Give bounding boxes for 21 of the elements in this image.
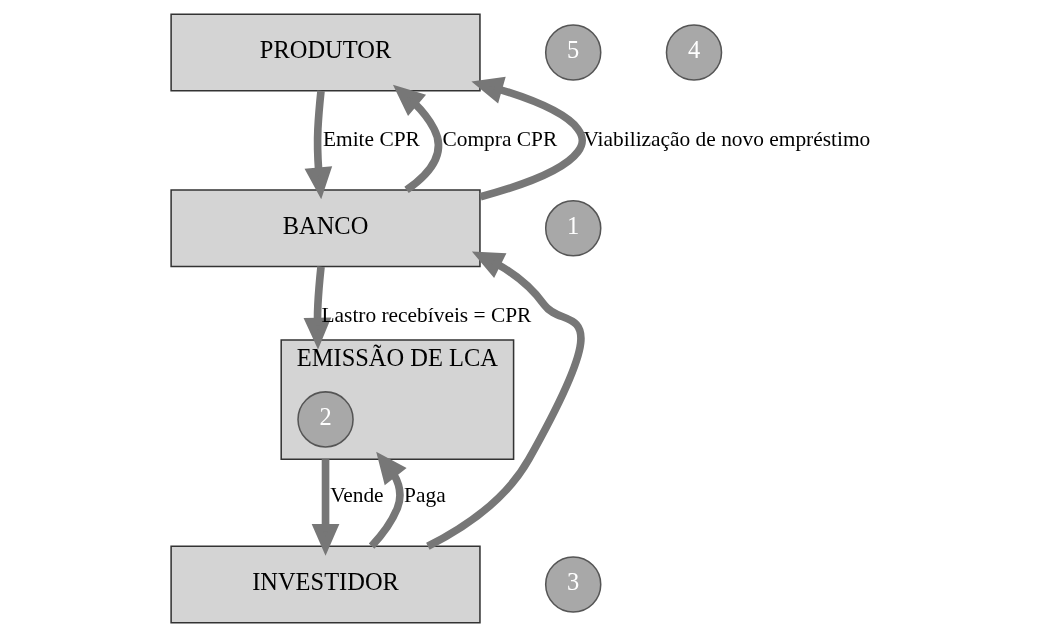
edge-label: Vende xyxy=(329,483,384,508)
arrow xyxy=(470,76,586,201)
node-box: BANCO xyxy=(169,189,481,268)
arrow xyxy=(303,266,331,350)
node-circle: 4 xyxy=(665,24,722,81)
node-circle: 2 xyxy=(296,391,354,448)
edge-label: Emite CPR xyxy=(322,127,420,152)
edge-label: Paga xyxy=(403,483,446,508)
node-circle: 3 xyxy=(544,556,601,613)
node-box: PRODUTOR xyxy=(169,13,481,92)
edge-label: Lastro recebíveis = CPR xyxy=(321,302,531,327)
node-box: INVESTIDOR xyxy=(169,545,481,624)
arrow xyxy=(304,90,332,200)
node-circle: 5 xyxy=(544,24,601,81)
arrow xyxy=(368,451,407,549)
arrow xyxy=(425,251,585,550)
edge-label: Compra CPR xyxy=(441,127,557,152)
arrow xyxy=(392,84,442,193)
edge-label: Viabilização de novo empréstimo xyxy=(582,127,870,152)
arrow xyxy=(311,459,339,556)
node-circle: 1 xyxy=(544,200,601,257)
